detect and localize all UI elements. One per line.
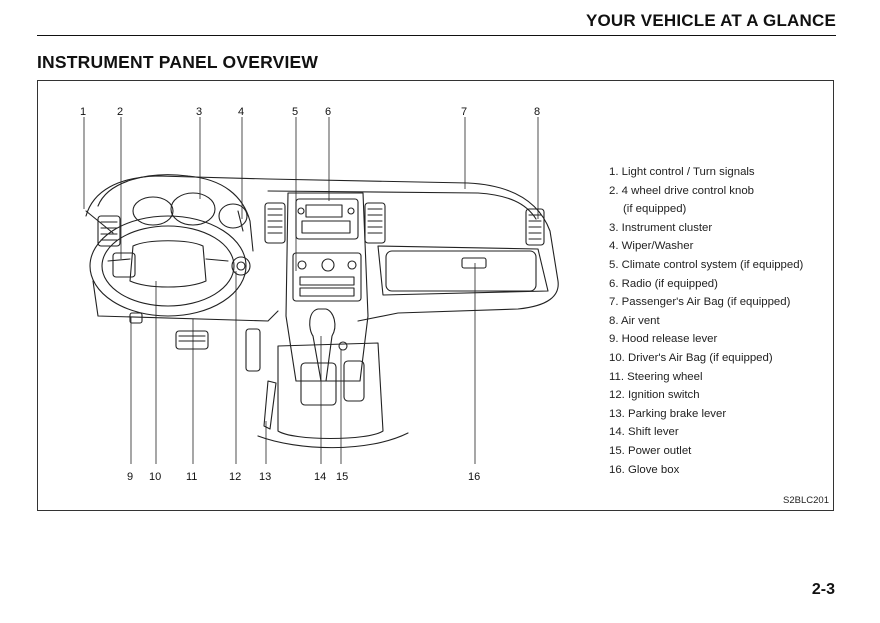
dashboard-outline	[85, 175, 559, 322]
center-vent-right	[364, 202, 386, 244]
figure-box: 1 2 3 4 5 6 7 8 9 10 11 12 13 14 15 16 1…	[37, 80, 834, 511]
legend-item-9: 9. Hood release lever	[609, 333, 718, 346]
callout-13: 13	[259, 471, 271, 483]
turn-signal-stalk	[85, 210, 114, 234]
legend-item-2: 2. 4 wheel drive control knob	[609, 184, 754, 197]
accelerator-pedal	[245, 328, 261, 372]
callout-4: 4	[238, 106, 244, 118]
4wd-knob-panel	[112, 252, 136, 278]
climate-control-unit	[292, 252, 362, 302]
callout-2: 2	[117, 106, 123, 118]
callout-15: 15	[336, 471, 348, 483]
cluster-dial-left	[132, 196, 174, 226]
instrument-hood	[97, 174, 254, 252]
legend-item-1: 1. Light control / Turn signals	[609, 166, 755, 178]
bottom-callouts: 9 10 11 12 13 14 15 16	[127, 471, 480, 483]
ignition-switch-shape	[231, 256, 251, 276]
power-outlet-shape	[338, 341, 348, 351]
legend-item-8: 8. Air vent	[609, 314, 660, 327]
parking-brake-shape	[263, 380, 277, 430]
figure-code: S2BLC201	[783, 495, 829, 506]
legend-item-4: 4. Wiper/Washer	[609, 240, 694, 253]
callout-8: 8	[534, 106, 540, 118]
header-rule	[37, 35, 836, 36]
callout-12: 12	[229, 471, 241, 483]
brake-pedal	[175, 330, 209, 350]
center-stack	[285, 192, 369, 382]
running-header: YOUR VEHICLE AT A GLANCE	[585, 11, 836, 30]
hood-release-shape	[129, 312, 143, 324]
cluster-dial-center	[170, 192, 216, 226]
instrument-panel-diagram: 1 2 3 4 5 6 7 8 9 10 11 12 13 14 15 16	[80, 106, 559, 483]
steering-wheel-shape	[89, 215, 247, 317]
legend-item-13: 13. Parking brake lever	[609, 407, 727, 420]
legend-item-16: 16. Glove box	[609, 463, 680, 476]
glove-box-latch	[461, 257, 487, 269]
shift-gate	[300, 362, 337, 406]
top-callouts: 1 2 3 4 5 6 7 8	[80, 106, 540, 118]
cupholder	[343, 360, 365, 402]
legend-item-12: 12. Ignition switch	[609, 389, 700, 402]
left-air-vent	[97, 215, 121, 247]
callout-9: 9	[127, 471, 133, 483]
callout-14: 14	[314, 471, 326, 483]
callout-11: 11	[186, 471, 197, 483]
lower-dash-left	[92, 280, 279, 322]
legend-item-15: 15. Power outlet	[609, 444, 692, 457]
legend-item-14: 14. Shift lever	[609, 426, 679, 439]
passenger-lower-panel	[377, 245, 549, 296]
callout-16: 16	[468, 471, 480, 483]
legend-item-5: 5. Climate control system (if equipped)	[609, 258, 804, 271]
center-vent-left	[264, 202, 286, 244]
legend-item-10: 10. Driver's Air Bag (if equipped)	[609, 351, 773, 364]
legend-item-2-note: (if equipped)	[623, 203, 687, 216]
right-air-vent	[525, 208, 545, 246]
page-number: 2-3	[811, 581, 835, 598]
component-legend: 1. Light control / Turn signals 2. 4 whe…	[609, 163, 803, 479]
legend-item-7: 7. Passenger's Air Bag (if equipped)	[609, 296, 791, 309]
callout-3: 3	[196, 106, 202, 118]
callout-6: 6	[325, 106, 331, 118]
wiper-stalk	[237, 210, 244, 232]
callout-10: 10	[149, 471, 161, 483]
legend-item-11: 11. Steering wheel	[609, 370, 703, 383]
section-title: INSTRUMENT PANEL OVERVIEW	[37, 52, 319, 72]
cluster-dial-right	[218, 203, 248, 229]
dashboard-top-line	[267, 190, 537, 220]
callout-1: 1	[80, 106, 86, 118]
center-console	[277, 342, 384, 439]
shift-lever-shape	[309, 308, 336, 382]
callout-5: 5	[292, 106, 298, 118]
legend-item-6: 6. Radio (if equipped)	[609, 277, 718, 290]
glove-box-shape	[385, 250, 537, 292]
steering-hub	[129, 240, 207, 288]
callout-7: 7	[461, 106, 467, 118]
legend-item-3: 3. Instrument cluster	[609, 221, 713, 234]
